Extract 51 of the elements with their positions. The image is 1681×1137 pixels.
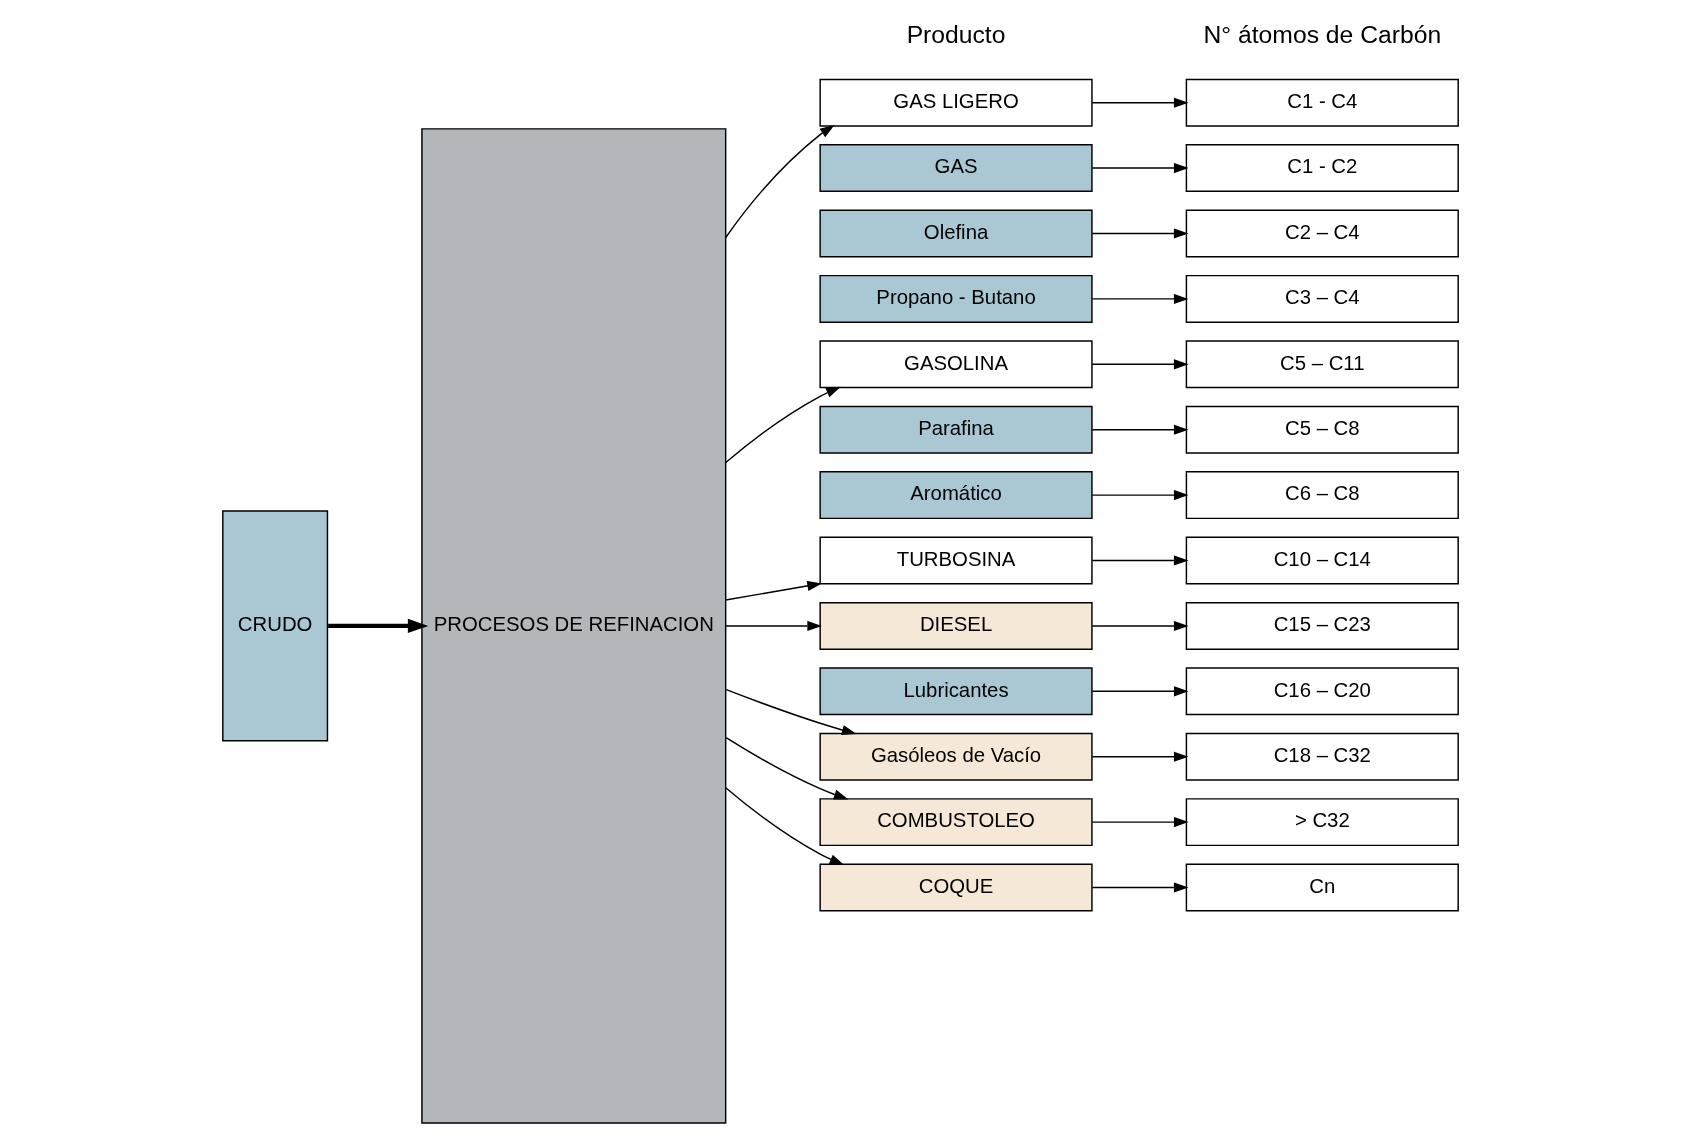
arrow	[725, 736, 849, 800]
arrow	[725, 787, 845, 866]
node-box: GASOLINA	[819, 340, 1093, 389]
label: Producto	[906, 21, 1006, 49]
node-box: PROCESOS DE REFINACION	[421, 128, 727, 1124]
arrow	[1091, 359, 1189, 370]
node-box: C16 – C20	[1185, 667, 1459, 716]
arrow	[1091, 228, 1189, 239]
node-box: Aromático	[819, 471, 1093, 520]
node-box: Cn	[1185, 863, 1459, 912]
node-box: C15 – C23	[1185, 601, 1459, 650]
node-box: C10 – C14	[1185, 536, 1459, 585]
node-box: COMBUSTOLEO	[819, 798, 1093, 847]
arrow	[1091, 686, 1189, 697]
arrow	[1091, 751, 1189, 762]
node-box: C6 – C8	[1185, 471, 1459, 520]
arrow	[725, 688, 857, 735]
node-box: C3 – C4	[1185, 274, 1459, 323]
arrow	[725, 580, 822, 601]
node-box: > C32	[1185, 798, 1459, 847]
arrow	[1091, 490, 1189, 501]
node-box: C5 – C8	[1185, 405, 1459, 454]
node-box: C1 - C4	[1185, 78, 1459, 127]
arrow	[725, 620, 822, 631]
arrow	[1091, 555, 1189, 566]
node-box: Propano - Butano	[819, 274, 1093, 323]
node-box: TURBOSINA	[819, 536, 1093, 585]
arrow	[1091, 817, 1189, 828]
arrow	[328, 618, 429, 634]
arrow	[1091, 620, 1189, 631]
arrow	[725, 386, 841, 464]
label: N° átomos de Carbón	[1203, 21, 1442, 49]
node-box: C1 - C2	[1185, 144, 1459, 193]
node-box: COQUE	[819, 863, 1093, 912]
node-box: GAS LIGERO	[819, 78, 1093, 127]
arrow	[1091, 97, 1189, 108]
arrow	[1091, 424, 1189, 435]
node-box: Parafina	[819, 405, 1093, 454]
arrow	[1091, 293, 1189, 304]
arrow	[725, 124, 835, 239]
node-box: DIESEL	[819, 601, 1093, 650]
node-box: CRUDO	[222, 510, 329, 742]
node-box: Gasóleos de Vacío	[819, 732, 1093, 781]
node-box: Olefina	[819, 209, 1093, 258]
node-box: Lubricantes	[819, 667, 1093, 716]
node-box: C2 – C4	[1185, 209, 1459, 258]
arrow	[1091, 163, 1189, 174]
node-box: GAS	[819, 144, 1093, 193]
arrow	[1091, 882, 1189, 893]
node-box: C18 – C32	[1185, 732, 1459, 781]
node-box: C5 – C11	[1185, 340, 1459, 389]
